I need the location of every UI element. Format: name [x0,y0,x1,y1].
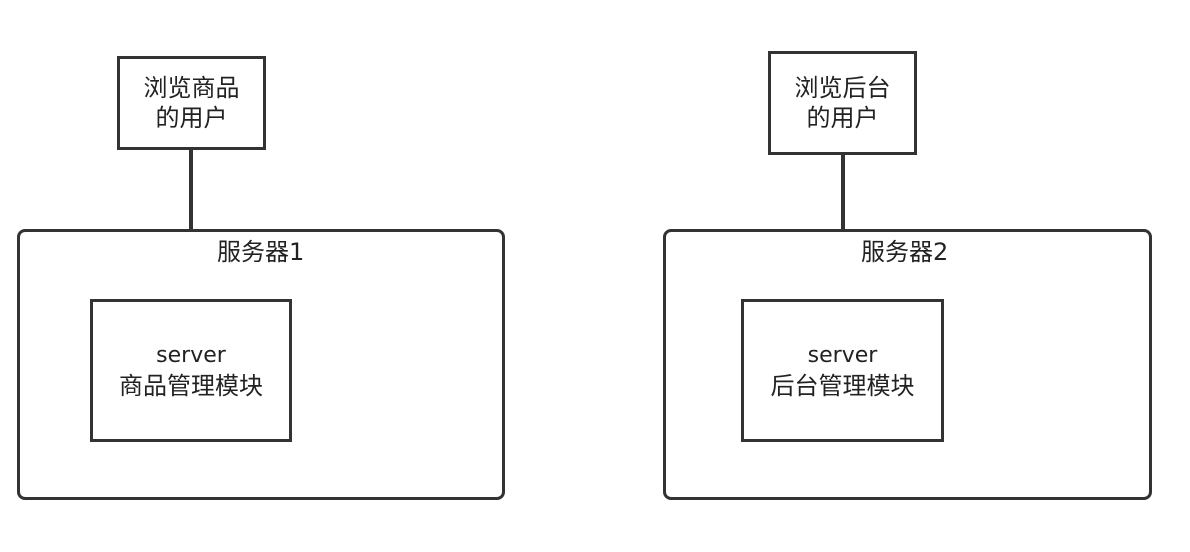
left-module-box: server 商品管理模块 [90,299,292,442]
right-user-label-line-2: 的用户 [806,104,879,132]
right-module-label-line-1: server [807,342,878,368]
right-module-box: server 后台管理模块 [741,299,944,442]
right-user-label-line-1: 浏览后台 [794,74,891,102]
left-server-title: 服务器1 [217,238,305,266]
left-user-label-line-2: 的用户 [155,104,228,132]
left-module-label-line-2: 商品管理模块 [119,371,263,400]
left-user-box: 浏览商品 的用户 [117,56,266,150]
left-user-label-line-1: 浏览商品 [143,74,240,102]
right-user-box: 浏览后台 的用户 [768,51,917,155]
left-module-label-line-1: server [156,342,226,368]
right-module-label-line-2: 后台管理模块 [770,371,915,400]
right-server-title: 服务器2 [861,238,949,266]
